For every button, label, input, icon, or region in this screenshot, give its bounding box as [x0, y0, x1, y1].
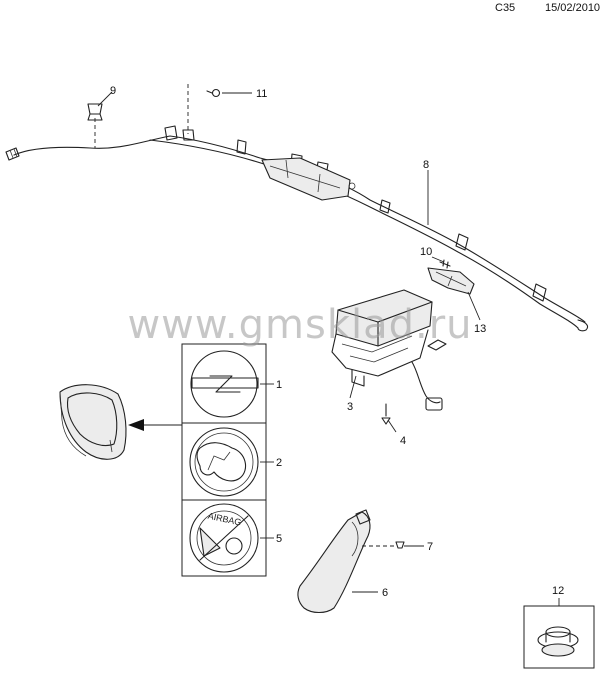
callout-13: 13 [474, 323, 486, 335]
grommet-part [537, 626, 579, 657]
callout-2: 2 [276, 457, 282, 469]
callout-3: 3 [347, 401, 353, 413]
callout-1: 1 [276, 379, 282, 391]
callout-11: 11 [256, 88, 267, 100]
callout-8: 8 [423, 159, 429, 171]
knee-airbag-clip [395, 541, 405, 549]
knee-airbag [297, 509, 396, 614]
callout-9: 9 [110, 85, 116, 97]
vauxhall-emblem [189, 427, 259, 497]
emblem-box [181, 343, 267, 577]
diagram-date: 15/02/2010 [545, 2, 600, 14]
screw-part [206, 88, 221, 98]
bolt-part [439, 259, 451, 269]
callout-5: 5 [276, 533, 282, 545]
airbag-emblem: AIRBAG [189, 503, 259, 573]
callout-10: 10 [420, 246, 432, 258]
passenger-airbag-module [331, 289, 447, 411]
arrow-head [128, 419, 144, 431]
leader-line [349, 375, 357, 399]
leader-line [387, 419, 397, 433]
steering-wheel-airbag [59, 384, 127, 460]
callout-4: 4 [400, 435, 406, 447]
callout-7: 7 [427, 541, 433, 553]
curtain-airbag-rail [5, 125, 589, 332]
clip-part [87, 103, 103, 121]
leader-line [431, 256, 445, 263]
callout-6: 6 [382, 587, 388, 599]
module-screw [381, 403, 391, 425]
diagram-code: C35 [495, 2, 516, 14]
leader-line [97, 91, 113, 107]
leader-line [467, 291, 481, 321]
airbag-emblem-text: AIRBAG [207, 511, 242, 528]
airbag-bracket [427, 267, 475, 295]
callout-12: 12 [552, 585, 564, 597]
opel-emblem [190, 350, 259, 418]
